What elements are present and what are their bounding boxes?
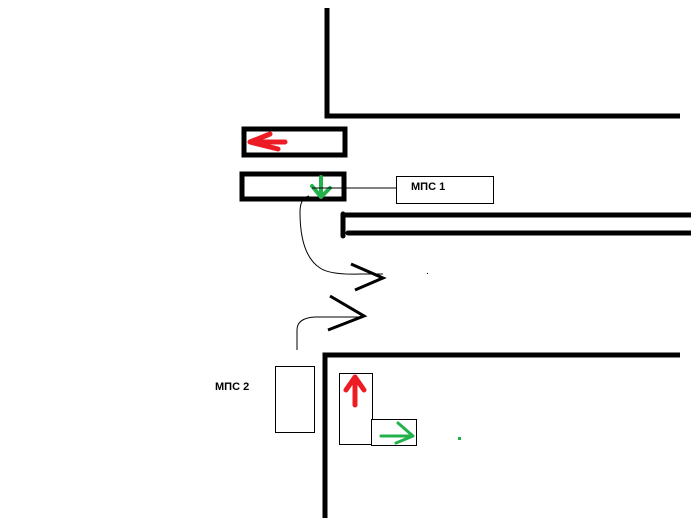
green-down-arrow-icon [310, 175, 332, 199]
green-dot [458, 437, 461, 440]
red-up-arrow-icon [343, 374, 367, 408]
lane-box-down [239, 171, 347, 202]
green-right-arrow-icon [379, 421, 415, 445]
red-left-arrow-icon [247, 131, 288, 152]
lane-box-up [339, 373, 373, 445]
mps2-label: МПС 2 [215, 381, 249, 393]
mps2-box [275, 366, 315, 433]
turn-path-curve-1 [299, 195, 383, 275]
road-edge-bottom [322, 352, 680, 518]
road-edge-top [324, 8, 680, 119]
lane-box-left-turn [241, 126, 348, 158]
mps1-label: МПС 1 [411, 181, 445, 193]
road-edge-middle [340, 211, 691, 239]
chevron-2-icon [327, 294, 368, 332]
turn-path-curve-2 [296, 316, 362, 350]
mps1-box [396, 176, 494, 204]
dot [427, 273, 428, 274]
chevron-1-icon [350, 262, 387, 292]
